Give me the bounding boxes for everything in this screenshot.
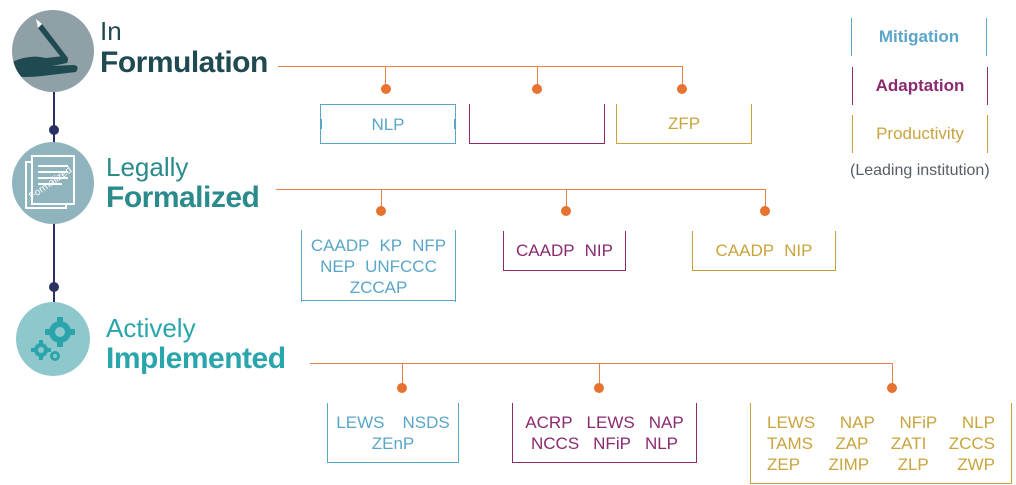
formalized-dot-2: [561, 206, 571, 216]
timeline-line-2: [53, 220, 55, 308]
formulation-branch-3: [682, 66, 683, 88]
implemented-title-line2: Implemented: [106, 342, 286, 375]
pen-hand-icon: [12, 19, 78, 77]
implemented-productivity-bottom: [750, 483, 1012, 484]
policy-item: NAP: [648, 413, 684, 432]
formalized-dot-3: [760, 206, 770, 216]
formalized-mitigation-row-1: CAADP KP NFP: [311, 235, 446, 256]
policy-item: NLP: [961, 413, 995, 432]
gears-icon: [31, 317, 75, 361]
policy-item: NLP: [644, 434, 679, 453]
legend-productivity: Productivity: [852, 115, 988, 153]
implemented-title-line1: Actively: [106, 313, 196, 343]
implemented-dot-3: [887, 383, 897, 393]
policy-item: ZEnP: [371, 434, 415, 453]
legend-note: (Leading institution): [850, 162, 990, 179]
implemented-adaptation-box: ACRP LEWS NAP NCCS NFiP NLP: [512, 403, 697, 463]
implemented-branch-1: [402, 363, 403, 387]
timeline-dot-1: [49, 125, 59, 135]
formalized-title-line2: Formalized: [106, 181, 260, 214]
policy-item: NFiP: [899, 413, 938, 432]
formalized-mitigation-row-3: ZCCAP: [350, 277, 408, 298]
formalized-mitigation-bottom: [301, 300, 456, 301]
policy-item: LEWS: [767, 413, 816, 432]
document-stamp-icon: [25, 155, 75, 209]
policy-item: LEWS: [586, 413, 635, 432]
formulation-mitigation-item: NLP: [371, 114, 405, 134]
formulation-productivity-box: ZFP: [616, 104, 752, 144]
implemented-dot-1: [397, 383, 407, 393]
formulation-title-line1: In: [100, 16, 122, 46]
legend-adaptation: Adaptation: [852, 67, 988, 105]
timeline-dot-2: [49, 282, 59, 292]
policy-item: CAADP: [310, 235, 370, 255]
formalized-connector: [276, 189, 766, 190]
formulation-title-line2: Formulation: [100, 46, 268, 79]
implemented-branch-3: [892, 363, 893, 387]
policy-item: NFP: [412, 235, 447, 255]
formulation-icon-circle: [12, 10, 94, 92]
formalized-mitigation-box: CAADP KP NFP NEP UNFCCC ZCCAP: [301, 230, 456, 302]
formalized-productivity-box: CAADP NIP: [692, 231, 836, 271]
policy-item: NIP: [584, 241, 613, 260]
policy-item: NSDS: [402, 413, 450, 432]
implemented-connector: [310, 363, 893, 364]
formulation-adaptation-box: [469, 104, 605, 144]
formulation-branch-1: [385, 66, 386, 88]
policy-item: LEWS: [336, 413, 385, 432]
policy-item: NIP: [784, 241, 813, 260]
formalized-adaptation-box: CAADP NIP: [503, 231, 626, 271]
policy-item: ZIMP: [828, 455, 870, 474]
formulation-dot-3: [677, 84, 687, 94]
policy-item: ZLP: [897, 455, 929, 474]
implemented-mitigation-box: LEWS NSDS ZEnP: [327, 403, 459, 463]
formalized-icon-circle: Formalized: [12, 142, 94, 224]
implemented-productivity-box: LEWS NAP NFiP NLP TAMS ZAP ZATI ZCCS ZEP…: [750, 403, 1012, 484]
formalized-branch-3: [765, 189, 766, 209]
implemented-branch-2: [599, 363, 600, 387]
policy-item: NCCS: [530, 434, 580, 453]
formalized-branch-2: [566, 189, 567, 209]
policy-item: ZATI: [890, 434, 927, 453]
policy-item: ZCCAP: [349, 277, 408, 297]
policy-item: NEP: [320, 256, 356, 276]
formalized-dot-1: [376, 206, 386, 216]
formulation-mitigation-box: NLP: [320, 104, 456, 144]
formulation-connector: [278, 66, 683, 67]
implemented-icon-circle: [16, 302, 90, 376]
implemented-mitigation-bottom: [327, 462, 459, 463]
policy-item: ZEP: [767, 455, 801, 474]
policy-item: ZCCS: [948, 434, 995, 453]
policy-item: TAMS: [767, 434, 813, 453]
policy-item: ZAP: [835, 434, 869, 453]
formalized-branch-1: [381, 189, 382, 209]
policy-item: CAADP: [715, 241, 775, 260]
implemented-adaptation-bottom: [512, 462, 697, 463]
policy-item: UNFCCC: [365, 256, 437, 276]
policy-item: CAADP: [516, 241, 575, 260]
policy-item: ACRP: [525, 413, 573, 432]
policy-item: NFiP: [593, 434, 631, 453]
policy-item: ZWP: [957, 455, 995, 474]
legend-mitigation: Mitigation: [851, 18, 987, 56]
formalized-title-line1: Legally: [106, 152, 189, 182]
formulation-dot-1: [381, 84, 391, 94]
policy-item: NAP: [839, 413, 875, 432]
formulation-dot-2: [532, 84, 542, 94]
policy-item: KP: [379, 235, 403, 255]
formulation-productivity-item: ZFP: [667, 114, 701, 133]
implemented-dot-2: [594, 383, 604, 393]
formalized-mitigation-row-2: NEP UNFCCC: [320, 256, 437, 277]
formulation-branch-2: [537, 66, 538, 88]
